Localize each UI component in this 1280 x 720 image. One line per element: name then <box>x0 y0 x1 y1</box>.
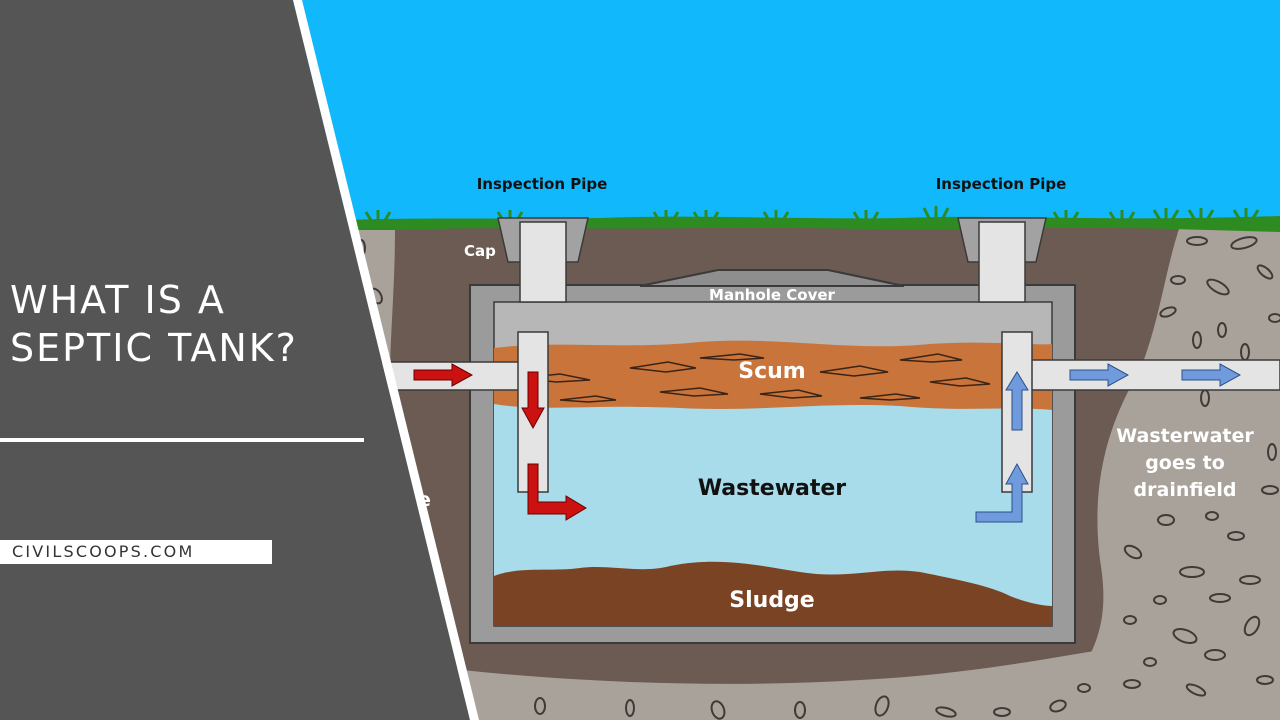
inspection-pipe-right-label: Inspection Pipe <box>936 175 1067 193</box>
inflow-arrows <box>413 363 587 521</box>
drainfield-label-line3: drainfield <box>1134 479 1237 501</box>
sludge-label: Sludge <box>729 588 814 613</box>
wastewater-label: Wastewater <box>698 476 846 501</box>
title-divider <box>0 438 364 442</box>
inspection-pipe-left-label: Inspection Pipe <box>477 175 608 193</box>
cap-label: Cap <box>464 242 496 260</box>
diagonal-stripe <box>293 0 479 720</box>
gravel-bottom <box>380 650 1100 720</box>
drainfield-label-line2: goes to <box>1145 452 1225 474</box>
drainfield-label-line1: Wasterwater <box>1116 425 1254 447</box>
page-title: WHAT IS A SEPTIC TANK? <box>10 278 298 370</box>
manhole-cover-label: Manhole Cover <box>709 286 836 304</box>
right-inspection-pipe <box>978 221 1026 303</box>
manhole-cover-shape <box>639 269 905 287</box>
outflow-arrows <box>975 363 1242 523</box>
brand-label: CIVILSCOOPS.COM <box>0 540 272 564</box>
grass-tufts <box>364 206 1260 223</box>
left-inspection-pipe <box>519 221 567 303</box>
sludge-layer <box>494 561 1052 626</box>
scum-label: Scum <box>738 359 805 384</box>
gravel-right <box>1040 226 1280 720</box>
scum-texture <box>519 353 991 403</box>
